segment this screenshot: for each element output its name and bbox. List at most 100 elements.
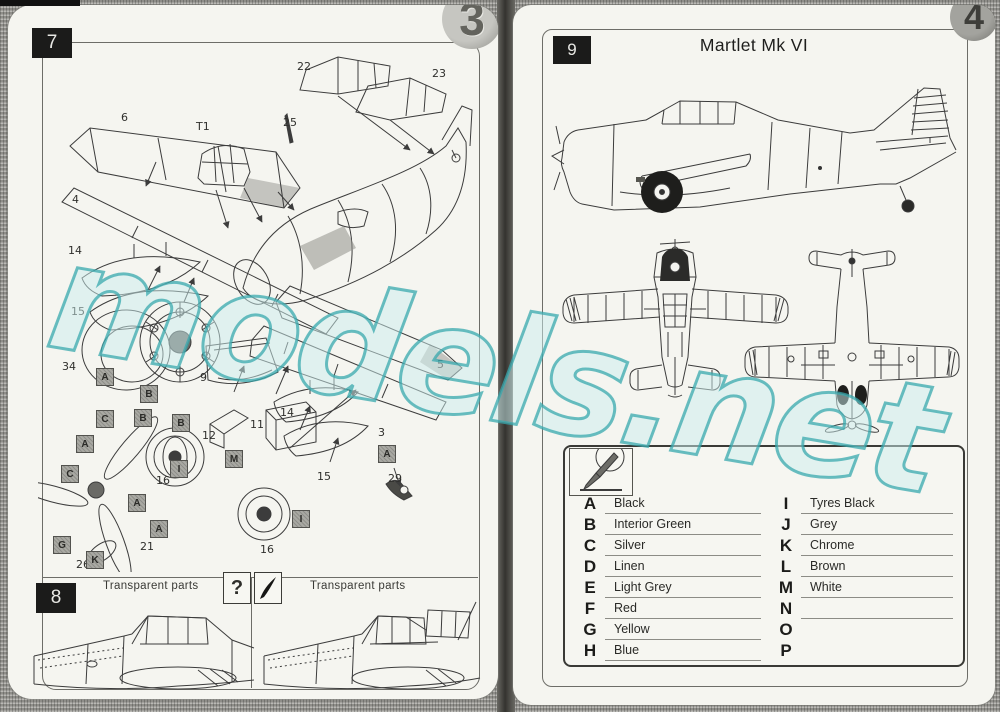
color-callout-box: A xyxy=(76,435,94,453)
color-callout-box: B xyxy=(140,385,158,403)
legend-letter: F xyxy=(584,598,596,618)
legend-row: C Silver xyxy=(575,535,761,556)
legend-color-name: Black xyxy=(605,493,761,514)
legend-color-name: Silver xyxy=(605,535,761,556)
step-frame xyxy=(42,42,480,690)
step-9-box: 9 xyxy=(553,36,591,64)
paintbrush-icon xyxy=(569,448,633,496)
legend-color-name: Grey xyxy=(801,514,953,535)
color-callout-box: A xyxy=(128,494,146,512)
color-callout-box: K xyxy=(86,551,104,569)
color-callout-box: I xyxy=(170,460,188,478)
part-number-label: 9 xyxy=(200,371,207,384)
legend-row: J Grey xyxy=(771,514,953,535)
legend-row: E Light Grey xyxy=(575,577,761,598)
legend-color-name: Red xyxy=(605,598,761,619)
legend-letter: D xyxy=(583,556,597,576)
exploded-assembly-diagram xyxy=(38,50,478,572)
legend-row: I Tyres Black xyxy=(771,493,953,514)
table-middle-shading xyxy=(761,447,771,665)
legend-color-name: Light Grey xyxy=(605,577,761,598)
right-page: 9 Martlet Mk VI 4 xyxy=(513,5,995,705)
color-callout-box: C xyxy=(61,465,79,483)
color-callout-box: G xyxy=(53,536,71,554)
legend-letter: I xyxy=(783,493,789,513)
legend-color-name: Tyres Black xyxy=(801,493,953,514)
legend-letter: B xyxy=(583,514,597,534)
page-number-3: 3 xyxy=(442,5,498,49)
step-7-number: 7 xyxy=(46,32,58,53)
legend-color-name xyxy=(801,619,953,640)
part-number-label: 16 xyxy=(260,543,274,556)
legend-row: N xyxy=(771,598,953,619)
color-callout-box: I xyxy=(292,510,310,528)
part-number-label: 21 xyxy=(140,540,154,553)
color-callout-box: A xyxy=(378,445,396,463)
transparent-parts-label-left: Transparent parts xyxy=(103,580,199,592)
legend-letter: L xyxy=(780,556,792,576)
legend-color-name xyxy=(801,598,953,619)
legend-color-name: Interior Green xyxy=(605,514,761,535)
legend-row: O xyxy=(771,619,953,640)
legend-color-name: Chrome xyxy=(801,535,953,556)
legend-row: B Interior Green xyxy=(575,514,761,535)
legend-row: A Black xyxy=(575,493,761,514)
color-callout-box: B xyxy=(134,409,152,427)
legend-letter: G xyxy=(583,619,597,639)
part-number-label: 16 xyxy=(156,474,170,487)
legend-row: F Red xyxy=(575,598,761,619)
step-frame xyxy=(542,29,968,687)
step-9-number: 9 xyxy=(567,40,577,59)
step-8-box: 8 xyxy=(36,583,76,613)
part-number-label: 22 xyxy=(297,60,311,73)
question-icon: ? xyxy=(223,572,251,604)
scan-edge-bar xyxy=(0,0,80,6)
legend-row: D Linen xyxy=(575,556,761,577)
part-number-label: 11 xyxy=(250,418,264,431)
legend-letter: O xyxy=(779,619,793,639)
left-page: 7 3 xyxy=(8,5,498,699)
part-number-label: 14 xyxy=(68,244,82,257)
paintbrush-icon xyxy=(254,572,282,604)
panel-divider-line xyxy=(251,577,252,688)
legend-letter: J xyxy=(781,514,791,534)
legend-color-name: Linen xyxy=(605,556,761,577)
legend-letter: M xyxy=(778,577,794,597)
part-number-label: 6 xyxy=(121,111,128,124)
color-callout-box: A xyxy=(96,368,114,386)
legend-letter: N xyxy=(779,598,793,618)
table-edge-shading xyxy=(953,447,963,665)
step-8-number: 8 xyxy=(50,587,62,608)
part-number-label: T1 xyxy=(196,120,210,133)
legend-letter: C xyxy=(583,535,597,555)
part-number-label: 29 xyxy=(388,472,402,485)
page-gutter-shadow xyxy=(497,0,515,712)
part-number-label: 3 xyxy=(378,426,385,439)
legend-letter: A xyxy=(583,493,597,513)
part-number-label: 12 xyxy=(202,429,216,442)
legend-letter: H xyxy=(583,640,597,660)
top-plan-drawing xyxy=(558,237,798,412)
part-number-label: 14 xyxy=(280,406,294,419)
legend-row: K Chrome xyxy=(771,535,953,556)
part-number-label: 15 xyxy=(317,470,331,483)
legend-letter: K xyxy=(779,535,793,555)
scheme-title: Martlet Mk VI xyxy=(699,35,809,55)
legend-color-name: Yellow xyxy=(605,619,761,640)
legend-letter: P xyxy=(780,640,792,660)
part-number-label: 25 xyxy=(283,116,297,129)
step-7-box: 7 xyxy=(32,28,72,58)
legend-color-name xyxy=(801,640,953,661)
side-profile-drawing xyxy=(550,80,960,213)
color-callout-box: M xyxy=(225,450,243,468)
part-number-label: 23 xyxy=(432,67,446,80)
legend-row: G Yellow xyxy=(575,619,761,640)
canopy-detail-diagram xyxy=(28,600,483,692)
legend-letter: E xyxy=(584,577,596,597)
